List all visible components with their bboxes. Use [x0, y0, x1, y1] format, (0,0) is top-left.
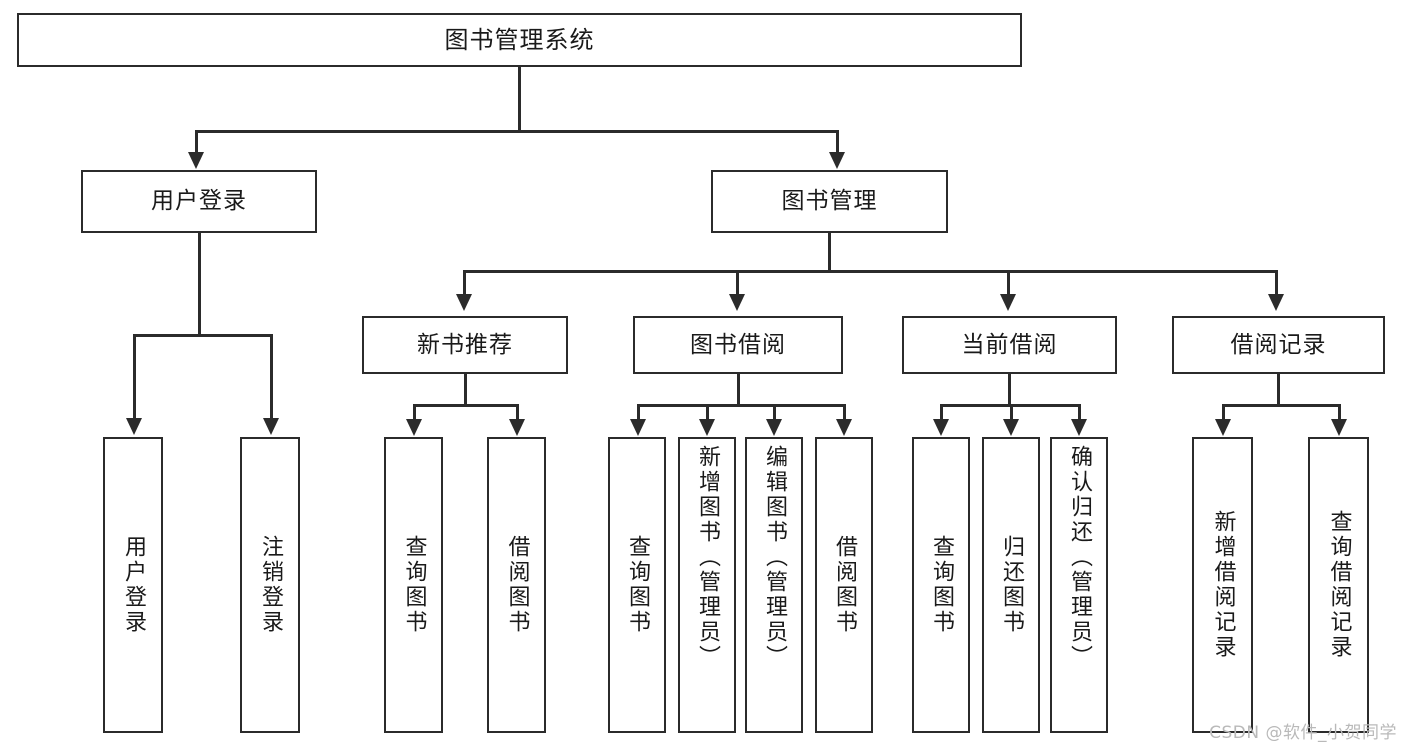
- arrow-to-borrow-add-book: [699, 419, 715, 436]
- connector-recommend-drop-2: [516, 404, 519, 420]
- csdn-watermark: CSDN @软件_小贺同学: [1209, 723, 1397, 743]
- arrow-to-current-return-book: [1003, 419, 1019, 436]
- leaf-current-confirm-return[interactable]: 确认归还（管理员）: [1050, 437, 1108, 733]
- node-label: 用户登录: [121, 535, 146, 635]
- leaf-borrow-add-book[interactable]: 新增图书（管理员）: [678, 437, 736, 733]
- connector-root-stem: [518, 67, 521, 131]
- node-label: 归还图书: [999, 535, 1024, 635]
- node-label: 新增借阅记录: [1210, 510, 1236, 660]
- node-label: 编辑图书（管理员）: [762, 445, 787, 670]
- node-label: 借阅图书: [504, 535, 530, 635]
- connector-borrow-drop-2: [706, 404, 709, 420]
- leaf-record-add[interactable]: 新增借阅记录: [1192, 437, 1253, 733]
- arrow-to-recommend-borrow-book: [509, 419, 525, 436]
- node-borrow-record[interactable]: 借阅记录: [1172, 316, 1385, 374]
- connector-root-to-user-login: [195, 130, 198, 154]
- arrow-to-user-login: [188, 152, 204, 169]
- connector-current-stem: [1008, 374, 1011, 406]
- connector-book-manage-stem: [828, 233, 831, 272]
- connector-user-login-drop-2: [270, 334, 273, 419]
- node-label: 借阅记录: [1230, 331, 1327, 358]
- connector-recommend-drop-1: [413, 404, 416, 420]
- connector-user-login-stem: [198, 233, 201, 336]
- leaf-logout[interactable]: 注销登录: [240, 437, 300, 733]
- node-label: 新增图书（管理员）: [695, 445, 720, 670]
- leaf-user-login[interactable]: 用户登录: [103, 437, 163, 733]
- connector-current-drop-2: [1010, 404, 1013, 420]
- connector-record-drop-2: [1338, 404, 1341, 420]
- connector-book-manage-drop-1: [463, 270, 466, 295]
- leaf-borrow-borrow-book[interactable]: 借阅图书: [815, 437, 873, 733]
- arrow-to-current-query-book: [933, 419, 949, 436]
- node-label: 确认归还（管理员）: [1067, 445, 1092, 670]
- arrow-to-borrow-query-book: [630, 419, 646, 436]
- node-label: 用户登录: [151, 188, 247, 214]
- connector-user-login-bus: [133, 334, 272, 337]
- arrow-to-record-query: [1331, 419, 1347, 436]
- arrow-to-book-manage: [829, 152, 845, 169]
- arrow-to-new-book-recommend: [456, 294, 472, 311]
- connector-book-manage-drop-3: [1007, 270, 1010, 295]
- connector-record-bus: [1222, 404, 1340, 407]
- node-new-book-recommend[interactable]: 新书推荐: [362, 316, 568, 374]
- connector-book-manage-bus: [463, 270, 1277, 273]
- leaf-record-query[interactable]: 查询借阅记录: [1308, 437, 1369, 733]
- node-label: 注销登录: [258, 535, 283, 635]
- connector-record-stem: [1277, 374, 1280, 406]
- connector-borrow-bus: [637, 404, 846, 407]
- node-book-management[interactable]: 图书管理: [711, 170, 948, 233]
- arrow-to-borrow-edit-book: [766, 419, 782, 436]
- node-book-borrow[interactable]: 图书借阅: [633, 316, 843, 374]
- connector-borrow-drop-1: [637, 404, 640, 420]
- node-label: 图书管理系统: [444, 26, 595, 54]
- connector-book-manage-drop-2: [736, 270, 739, 295]
- leaf-current-return-book[interactable]: 归还图书: [982, 437, 1040, 733]
- node-label: 查询图书: [401, 535, 427, 635]
- leaf-borrow-query-book[interactable]: 查询图书: [608, 437, 666, 733]
- connector-book-manage-drop-4: [1275, 270, 1278, 295]
- connector-recommend-bus: [413, 404, 518, 407]
- node-label: 图书借阅: [690, 331, 786, 358]
- node-label: 借阅图书: [832, 535, 857, 635]
- arrow-to-leaf-user-login: [126, 418, 142, 435]
- node-current-borrow[interactable]: 当前借阅: [902, 316, 1117, 374]
- connector-recommend-stem: [464, 374, 467, 406]
- arrow-to-leaf-logout: [263, 418, 279, 435]
- leaf-recommend-borrow-book[interactable]: 借阅图书: [487, 437, 546, 733]
- arrow-to-recommend-query-book: [406, 419, 422, 436]
- arrow-to-record-add: [1215, 419, 1231, 436]
- connector-root-to-book-manage: [836, 130, 839, 154]
- node-label: 查询借阅记录: [1326, 510, 1352, 660]
- connector-borrow-drop-4: [843, 404, 846, 420]
- node-root-system[interactable]: 图书管理系统: [17, 13, 1022, 67]
- arrow-to-borrow-record: [1268, 294, 1284, 311]
- arrow-to-current-confirm-return: [1071, 419, 1087, 436]
- connector-borrow-drop-3: [773, 404, 776, 420]
- node-label: 查询图书: [625, 535, 650, 635]
- connector-current-drop-1: [940, 404, 943, 420]
- node-user-login[interactable]: 用户登录: [81, 170, 317, 233]
- connector-current-drop-3: [1078, 404, 1081, 420]
- arrow-to-borrow-borrow-book: [836, 419, 852, 436]
- arrow-to-book-borrow: [729, 294, 745, 311]
- leaf-borrow-edit-book[interactable]: 编辑图书（管理员）: [745, 437, 803, 733]
- connector-user-login-drop-1: [133, 334, 136, 419]
- node-label: 当前借阅: [961, 331, 1058, 358]
- leaf-current-query-book[interactable]: 查询图书: [912, 437, 970, 733]
- node-label: 图书管理: [781, 188, 878, 214]
- arrow-to-current-borrow: [1000, 294, 1016, 311]
- connector-borrow-stem: [737, 374, 740, 406]
- node-label: 查询图书: [929, 535, 954, 635]
- connector-record-drop-1: [1222, 404, 1225, 420]
- leaf-recommend-query-book[interactable]: 查询图书: [384, 437, 443, 733]
- node-label: 新书推荐: [417, 331, 513, 358]
- connector-root-bus: [195, 130, 838, 133]
